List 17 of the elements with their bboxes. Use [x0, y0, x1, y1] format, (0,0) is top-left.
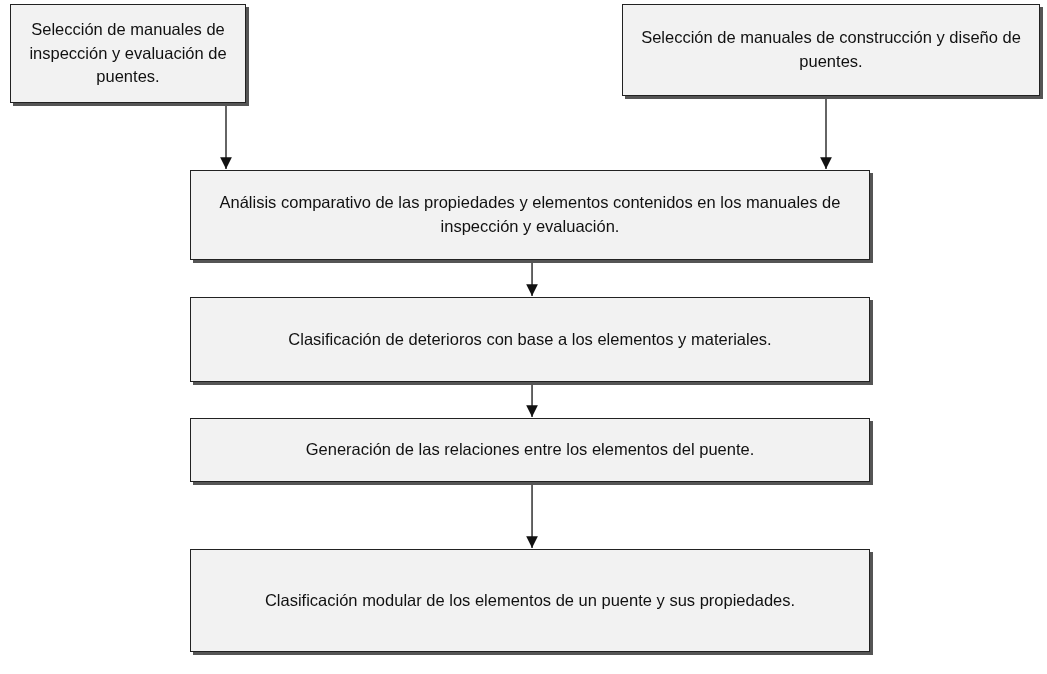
- process-box: [622, 4, 1040, 96]
- process-box: [10, 4, 246, 103]
- arrow: [820, 97, 832, 170]
- process-box: [190, 549, 870, 652]
- box-text: Análisis comparativo de las propiedades y elementos contenidos en los manuales de inspección y evaluación.: [218, 192, 842, 237]
- box-text: Clasificación modular de los elementos de un puente y sus propiedades.: [264, 589, 796, 611]
- arrow: [526, 261, 538, 297]
- arrow: [526, 383, 538, 418]
- process-box: [190, 170, 870, 260]
- box-text: Selección de manuales de inspección y evaluación de puentes.: [28, 18, 228, 88]
- process-box: [190, 297, 870, 382]
- box-text: Generación de las relaciones entre los elementos del puente.: [305, 439, 755, 461]
- box-text: Selección de manuales de construcción y diseño de puentes.: [640, 27, 1022, 72]
- process-box: [190, 418, 870, 482]
- arrow: [220, 104, 232, 170]
- arrow: [526, 483, 538, 549]
- box-text: Clasificación de deterioros con base a los elementos y materiales.: [288, 328, 772, 350]
